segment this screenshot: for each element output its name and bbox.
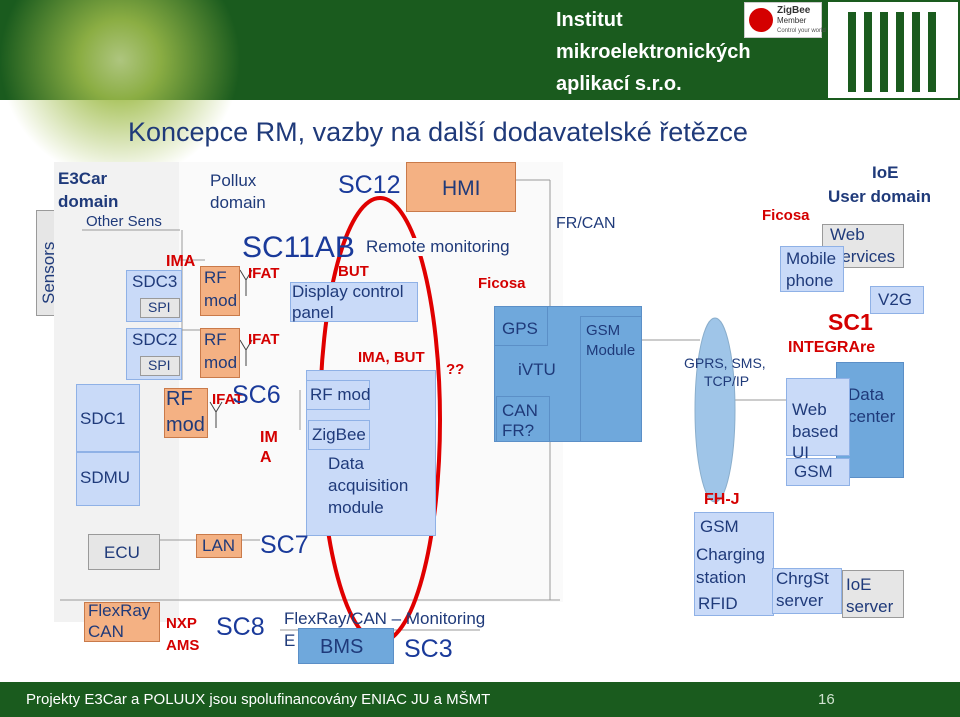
gsm-fhj-label: GSM — [700, 518, 739, 536]
ioe-label: IoE — [872, 164, 898, 182]
sdc2-label: SDC2 — [132, 331, 177, 349]
gps-label: GPS — [502, 320, 538, 338]
ima-vertical-a: IM — [260, 430, 278, 447]
spi-label-2: SPI — [148, 358, 171, 373]
gprs-label-line2: TCP/IP — [704, 374, 749, 389]
zigbee-label: ZigBee — [312, 426, 366, 444]
fr-can-label: FR/CAN — [556, 216, 616, 233]
but-label: BUT — [338, 264, 369, 280]
remote-monitoring-label: Remote monitoring — [362, 238, 510, 256]
gsm-module-line1: GSM — [586, 323, 620, 339]
ifat-label-1: IFAT — [248, 266, 279, 282]
sdc3-label: SDC3 — [132, 273, 177, 291]
ima-but-label: IMA, BUT — [358, 350, 425, 366]
rfid-label: RFID — [698, 595, 738, 613]
display-control-label: Display control — [292, 283, 404, 301]
sc8-label: SC8 — [216, 614, 265, 640]
ima-label: IMA — [166, 254, 195, 271]
chrgst-line1: ChrgSt — [776, 570, 829, 588]
sdc1-label: SDC1 — [80, 410, 125, 428]
can-fr-line2: FR? — [502, 422, 534, 440]
can-fr-line1: CAN — [502, 402, 538, 420]
data-acq-line1: Data — [328, 455, 364, 473]
flexray-can-monitoring-label: FlexRay/CAN – Monitoring — [284, 610, 485, 628]
sc3-label: SC3 — [404, 636, 453, 662]
mobile-line1: Mobile — [786, 250, 836, 268]
network-cloud — [695, 318, 735, 502]
sc11ab-label: SC11AB — [242, 232, 355, 264]
panel-label: panel — [292, 304, 334, 322]
rf-mod-3-line2: mod — [166, 415, 205, 436]
page-number: 16 — [818, 692, 835, 708]
e3car-domain-label: domain — [58, 193, 118, 211]
user-domain-label: User domain — [828, 188, 931, 206]
ams-label: AMS — [166, 638, 199, 654]
bms-label: BMS — [320, 637, 363, 658]
hmi-label: HMI — [442, 178, 481, 200]
rf-mod-2-line1: RF — [204, 331, 227, 349]
integrare-label: INTEGRAre — [788, 340, 875, 357]
v2g-label: V2G — [878, 291, 912, 309]
charging-line1: Charging — [696, 546, 765, 564]
web-services-line1: Web — [830, 226, 865, 244]
rf-mod-3-line1: RF — [166, 389, 193, 410]
nxp-label: NXP — [166, 616, 197, 632]
ifat-label-2: IFAT — [248, 332, 279, 348]
flexray-label-a: FlexRay — [88, 602, 150, 620]
ficosa-label-mid: Ficosa — [478, 276, 526, 292]
e3car-label: E3Car — [58, 170, 107, 188]
rf-mod-4-label: RF mod — [310, 386, 370, 404]
gsm-right-label: GSM — [794, 463, 833, 481]
chrgst-line2: server — [776, 592, 823, 610]
sc6-label: SC6 — [232, 382, 281, 408]
fhj-label: FH-J — [704, 492, 740, 509]
rf-mod-2-line2: mod — [204, 354, 237, 372]
web-ui-line2: based — [792, 423, 838, 441]
flexray-label-b: CAN — [88, 623, 124, 641]
sc1-label: SC1 — [828, 310, 873, 334]
footer-text: Projekty E3Car a POLUUX jsou spolufinanc… — [26, 692, 490, 708]
data-acq-line3: module — [328, 499, 384, 517]
sc7-label: SC7 — [260, 532, 309, 558]
data-acq-line2: acquisition — [328, 477, 408, 495]
gprs-label-line1: GPRS, SMS, — [684, 356, 766, 371]
other-sens-label: Other Sens — [86, 214, 162, 230]
question-marks: ?? — [446, 362, 464, 378]
ficosa-label-right: Ficosa — [762, 208, 810, 224]
gsm-module-line2: Module — [586, 343, 635, 359]
e-letter: E — [284, 632, 295, 650]
sc12-label: SC12 — [338, 172, 401, 198]
lan-label: LAN — [202, 537, 235, 555]
ioe-server-line1: IoE — [846, 576, 872, 594]
pollux-label: Pollux — [210, 172, 256, 190]
spi-label-1: SPI — [148, 300, 171, 315]
charging-line2: station — [696, 569, 746, 587]
ioe-server-line2: server — [846, 598, 893, 616]
rf-mod-1-line1: RF — [204, 269, 227, 287]
data-center-line2: center — [848, 408, 895, 426]
ecu-label: ECU — [104, 544, 140, 562]
footer-bar: Projekty E3Car a POLUUX jsou spolufinanc… — [0, 682, 960, 717]
web-ui-line1: Web — [792, 401, 827, 419]
sdmu-label: SDMU — [80, 469, 130, 487]
web-ui-line3: UI — [792, 444, 809, 458]
data-center-line1: Data — [848, 386, 884, 404]
pollux-domain-label: domain — [210, 194, 266, 212]
mobile-line2: phone — [786, 272, 833, 290]
rf-mod-1-line2: mod — [204, 292, 237, 310]
ima-vertical-b: A — [260, 450, 272, 467]
ivtu-label: iVTU — [518, 361, 556, 379]
